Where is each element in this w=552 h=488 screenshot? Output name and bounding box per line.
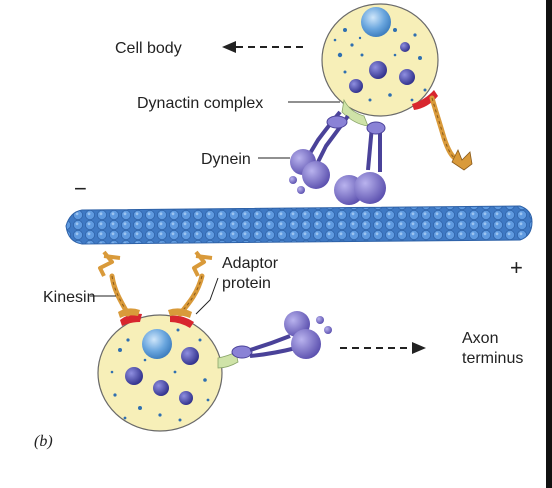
label-dynactin-complex: Dynactin complex: [137, 95, 263, 112]
direction-arrow-to-cell-body: [222, 41, 306, 53]
lower-kinesin-right: [168, 250, 213, 318]
panel-label: (b): [34, 433, 53, 450]
upper-vesicles: [333, 28, 427, 102]
upper-kinesin: [429, 95, 473, 171]
lower-adaptor-protein: [170, 315, 194, 328]
label-minus-end: −: [74, 176, 87, 201]
adaptor-leader: [195, 277, 219, 315]
label-axon-line2: terminus: [462, 350, 523, 367]
upper-organelle: [349, 79, 363, 93]
label-cell-body: Cell body: [115, 40, 182, 57]
upper-organelle: [369, 61, 387, 79]
label-kinesin: Kinesin: [43, 289, 95, 306]
right-edge-border: [546, 0, 552, 488]
lower-organelle: [181, 347, 199, 365]
lower-dynein-motor: [231, 311, 332, 359]
lower-organelle: [179, 391, 193, 405]
leader-lines: [90, 101, 340, 315]
label-adaptor-line1: Adaptor: [222, 255, 279, 272]
label-dynein: Dynein: [201, 151, 251, 168]
upper-organelle: [400, 42, 410, 52]
microtubule: [65, 205, 533, 245]
lower-kinesin-left: [98, 250, 140, 318]
lower-dynactin: [217, 351, 239, 369]
lower-adaptor-protein: [120, 313, 142, 326]
upper-nucleus: [361, 7, 391, 37]
upper-cell-body: [321, 3, 439, 127]
lower-cell-body: [97, 313, 239, 432]
label-adaptor-line2: protein: [222, 275, 271, 292]
lower-organelle: [153, 380, 169, 396]
label-axon-line1: Axon: [462, 330, 498, 347]
dynein-motor-left: [289, 110, 350, 194]
lower-nucleus: [142, 329, 172, 359]
upper-adaptor-protein: [412, 90, 438, 110]
label-plus-end: +: [510, 255, 523, 280]
lower-vesicles: [110, 328, 210, 422]
direction-arrow-to-axon-terminus: [340, 342, 426, 354]
lower-organelle: [125, 367, 143, 385]
dynein-motor-right: [334, 121, 386, 205]
upper-organelle: [399, 69, 415, 85]
